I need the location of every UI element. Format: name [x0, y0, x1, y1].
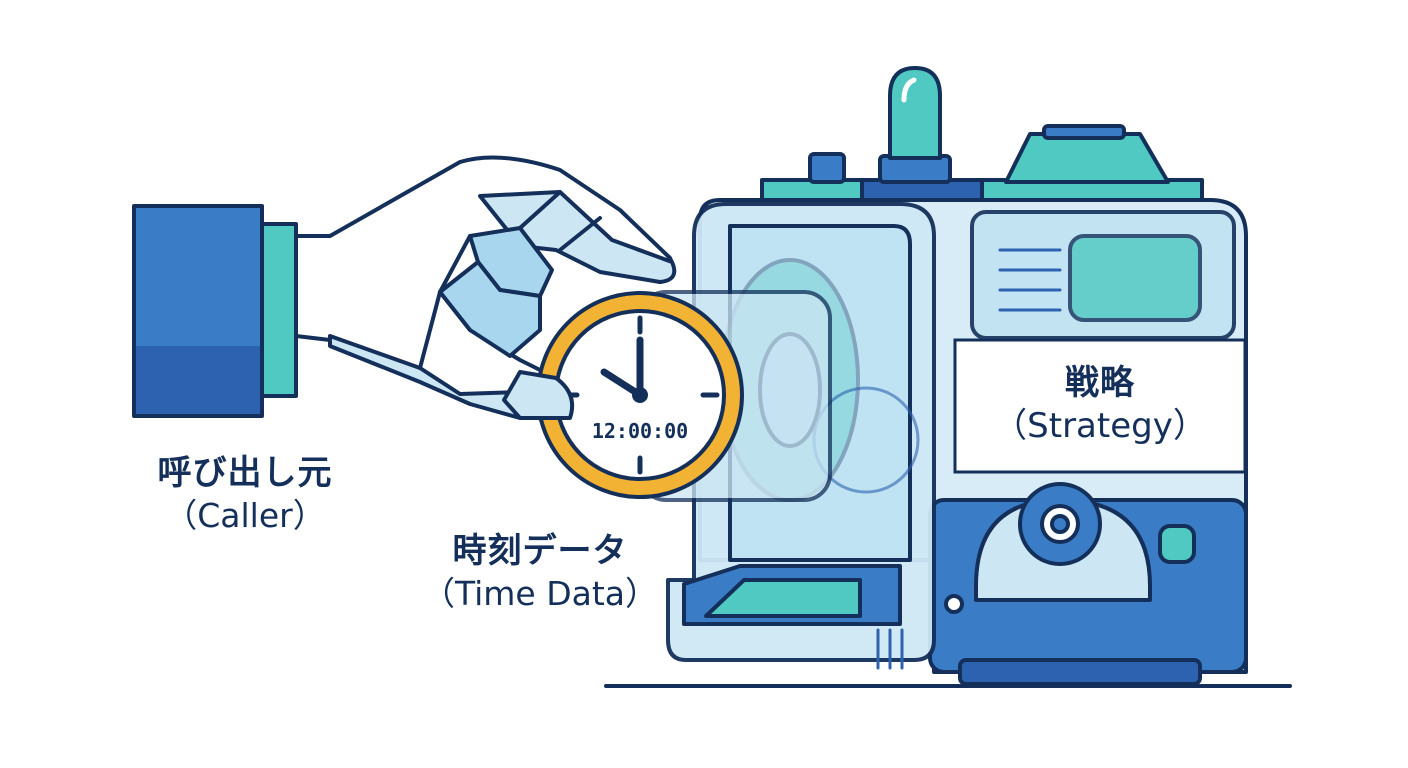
- gear-icon: [1018, 482, 1102, 566]
- output-tray-slot: [704, 578, 862, 618]
- machine-roof-cap: [1042, 124, 1126, 140]
- strategy-label-box: [953, 338, 1247, 474]
- strategy-label: 戦略 （Strategy）: [955, 362, 1245, 447]
- palm-joint: [438, 260, 542, 358]
- upper-roller: [1068, 234, 1202, 322]
- thumb-front: [502, 370, 575, 420]
- strategy-label-ja: 戦略: [1065, 363, 1135, 403]
- side-screw: [944, 594, 964, 614]
- vent-lines: [876, 628, 904, 670]
- status-light-shine: [901, 77, 917, 103]
- caller-label: 呼び出し元 （Caller）: [120, 452, 370, 536]
- machine-roof: [1004, 132, 1170, 184]
- knuckle-line-1: [518, 190, 562, 230]
- machine-foot-right: [958, 658, 1202, 686]
- knuckle-line-3: [418, 290, 442, 370]
- status-light: [888, 66, 942, 160]
- caller-label-en: （Caller）: [164, 495, 326, 535]
- time-data-clock: [536, 290, 832, 502]
- time-data-label-ja: 時刻データ: [452, 531, 628, 571]
- upper-gear-teeth: [998, 248, 1062, 312]
- knuckle-line-2: [558, 216, 602, 252]
- time-data-label: 時刻データ （Time Data）: [405, 530, 675, 614]
- clock-center: [632, 387, 648, 403]
- side-knob: [1158, 524, 1196, 564]
- caller-cuff: [260, 222, 298, 398]
- time-data-label-en: （Time Data）: [421, 573, 659, 613]
- caller-sleeve-shade: [136, 346, 260, 414]
- small-knob-top: [808, 152, 846, 184]
- strategy-label-en: （Strategy）: [993, 405, 1207, 446]
- caller-label-ja: 呼び出し元: [157, 453, 333, 493]
- clock-digital-readout: 12:00:00: [592, 419, 688, 443]
